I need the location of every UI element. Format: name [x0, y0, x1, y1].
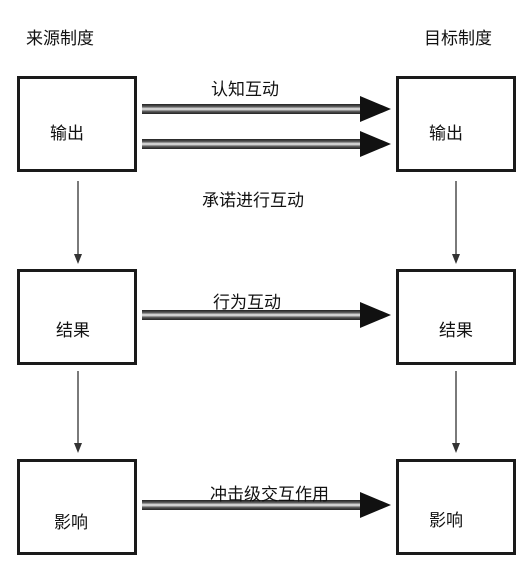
arrow-source-result-to-impact	[74, 371, 82, 453]
source-result-box: 结果	[17, 269, 137, 365]
source-output-box: 输出	[17, 76, 137, 172]
source-impact-box: 影响	[17, 459, 137, 555]
arrow-target-result-to-impact	[452, 371, 460, 453]
arrow-impact-interaction	[142, 492, 391, 518]
arrow-source-output-to-result	[74, 181, 82, 264]
target-result-label: 结果	[439, 321, 473, 341]
label-commitment-interaction: 承诺进行互动	[202, 191, 304, 211]
source-result-label: 结果	[56, 321, 90, 341]
source-output-label: 输出	[50, 124, 84, 144]
target-impact-label: 影响	[429, 511, 463, 531]
target-system-header: 目标制度	[424, 29, 492, 49]
label-impact-interaction: 冲击级交互作用	[210, 485, 329, 505]
target-impact-box: 影响	[396, 459, 516, 555]
arrow-cognitive-interaction	[142, 96, 391, 122]
source-system-header: 来源制度	[26, 29, 94, 49]
source-impact-label: 影响	[54, 513, 88, 533]
arrow-target-output-to-result	[452, 181, 460, 264]
target-output-label: 输出	[429, 124, 463, 144]
arrow-behavior-interaction	[142, 302, 391, 328]
arrow-commitment-interaction	[142, 131, 391, 157]
label-behavior-interaction: 行为互动	[213, 293, 281, 313]
target-result-box: 结果	[396, 269, 516, 365]
label-cognitive-interaction: 认知互动	[211, 80, 279, 100]
target-output-box: 输出	[396, 76, 516, 172]
